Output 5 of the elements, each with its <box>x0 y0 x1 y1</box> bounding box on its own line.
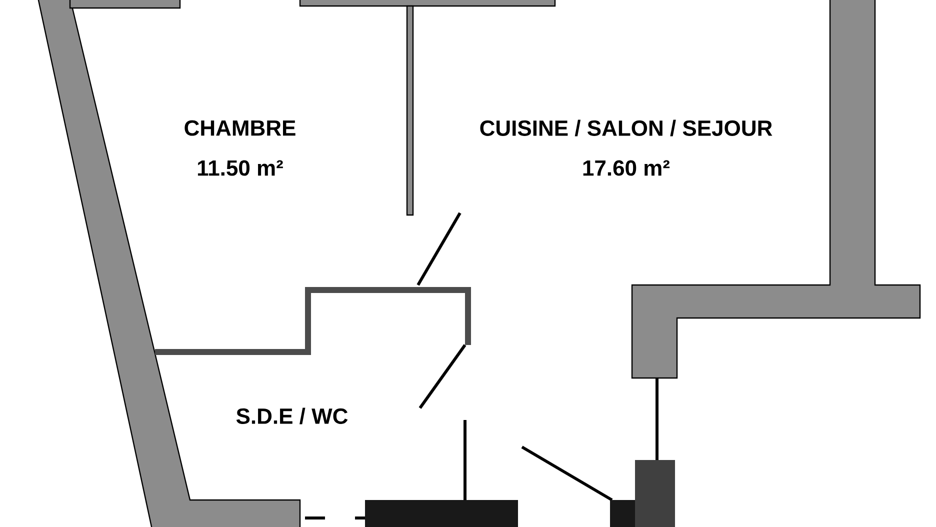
room-label: 17.60 m² <box>583 160 670 176</box>
room-label: S.D.E / WC <box>236 408 348 424</box>
room-label: 11.50 m² <box>198 160 283 176</box>
room-label: CUISINE / SALON / SEJOUR <box>480 120 772 136</box>
room-label: CHAMBRE <box>184 120 296 136</box>
